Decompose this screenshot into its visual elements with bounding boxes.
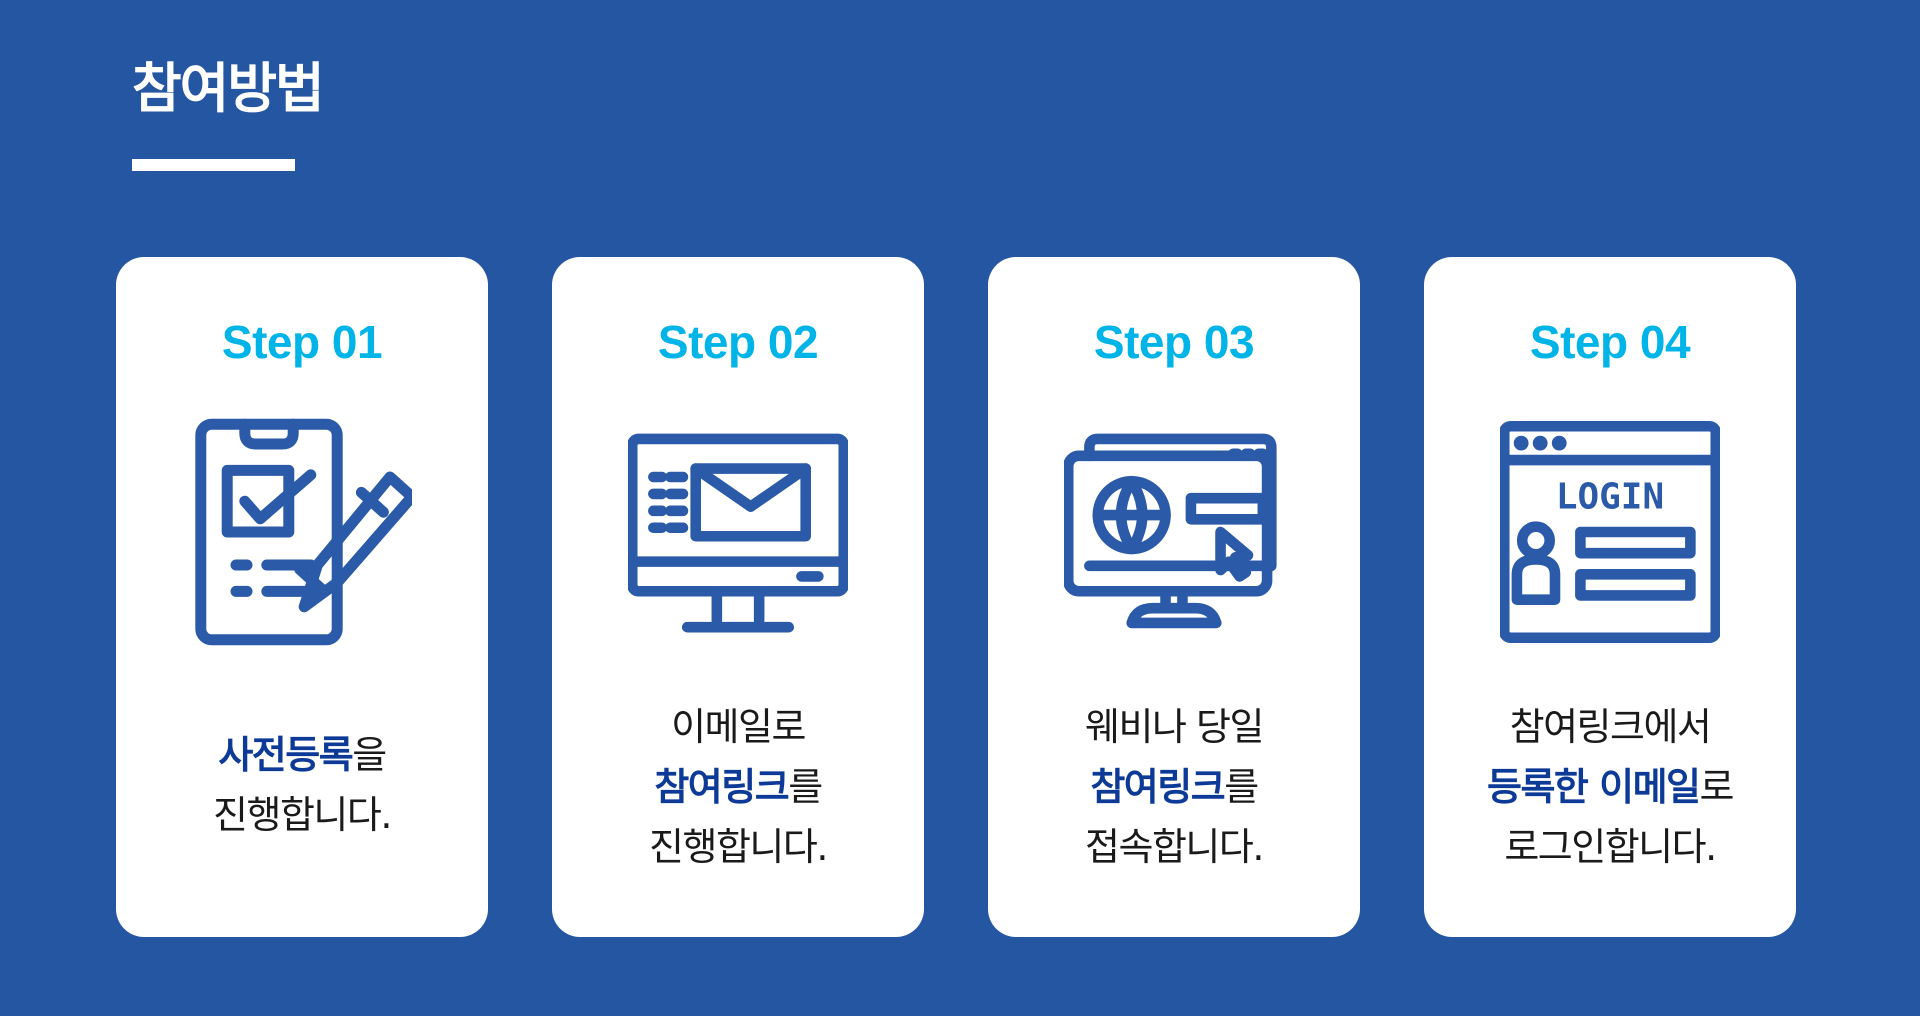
emphasis-text: 등록한 이메일 (1487, 765, 1701, 809)
step-description: 웨비나 당일 참여링크를 접속합니다. (988, 697, 1360, 877)
monitor-email-icon (626, 417, 850, 647)
description-text: 를 (1224, 765, 1259, 809)
description-text: 를 (788, 765, 823, 809)
description-text: 참여링크에서 (1509, 705, 1712, 749)
page-title: 참여방법 (132, 57, 325, 120)
emphasis-text: 사전등록 (218, 733, 353, 777)
description-text: 진행합니다. (213, 793, 392, 837)
description-text: 을 (352, 733, 387, 777)
svg-text:LOGIN: LOGIN (1556, 477, 1664, 518)
step-card-2: Step 02 이메일로 참여링크를 진행합니다. (552, 257, 924, 937)
step-label: Step 03 (1093, 316, 1255, 368)
step-label: Step 01 (221, 316, 383, 368)
monitor-web-cursor-icon (1062, 417, 1284, 647)
description-text: 접속합니다. (1085, 825, 1264, 869)
emphasis-text: 참여링크 (1090, 765, 1225, 809)
description-text: 로그인합니다. (1504, 825, 1717, 869)
step-description: 이메일로 참여링크를 진행합니다. (552, 697, 924, 877)
step-card-1: Step 01 사전등록을 진행합니다. (116, 257, 488, 937)
step-description: 참여링크에서 등록한 이메일로 로그인합니다. (1424, 697, 1796, 877)
description-text: 진행합니다. (649, 825, 828, 869)
emphasis-text: 참여링크 (654, 765, 789, 809)
step-description: 사전등록을 진행합니다. (116, 725, 488, 845)
title-underline (132, 159, 295, 171)
step-label: Step 02 (657, 316, 819, 368)
step-label: Step 04 (1529, 316, 1691, 368)
browser-login-icon: LOGIN (1498, 417, 1722, 647)
description-text: 로 (1699, 765, 1735, 809)
step-card-4: Step 04 LOGIN 참여링크에서 등록한 이메일로 로그인합니다. (1424, 257, 1796, 937)
step-card-3: Step 03 웨비나 당일 참여링크를 접속합니다. (988, 257, 1360, 937)
clipboard-pencil-icon (192, 417, 418, 647)
description-text: 웨비나 당일 (1085, 705, 1264, 749)
description-text: 이메일로 (671, 705, 806, 749)
